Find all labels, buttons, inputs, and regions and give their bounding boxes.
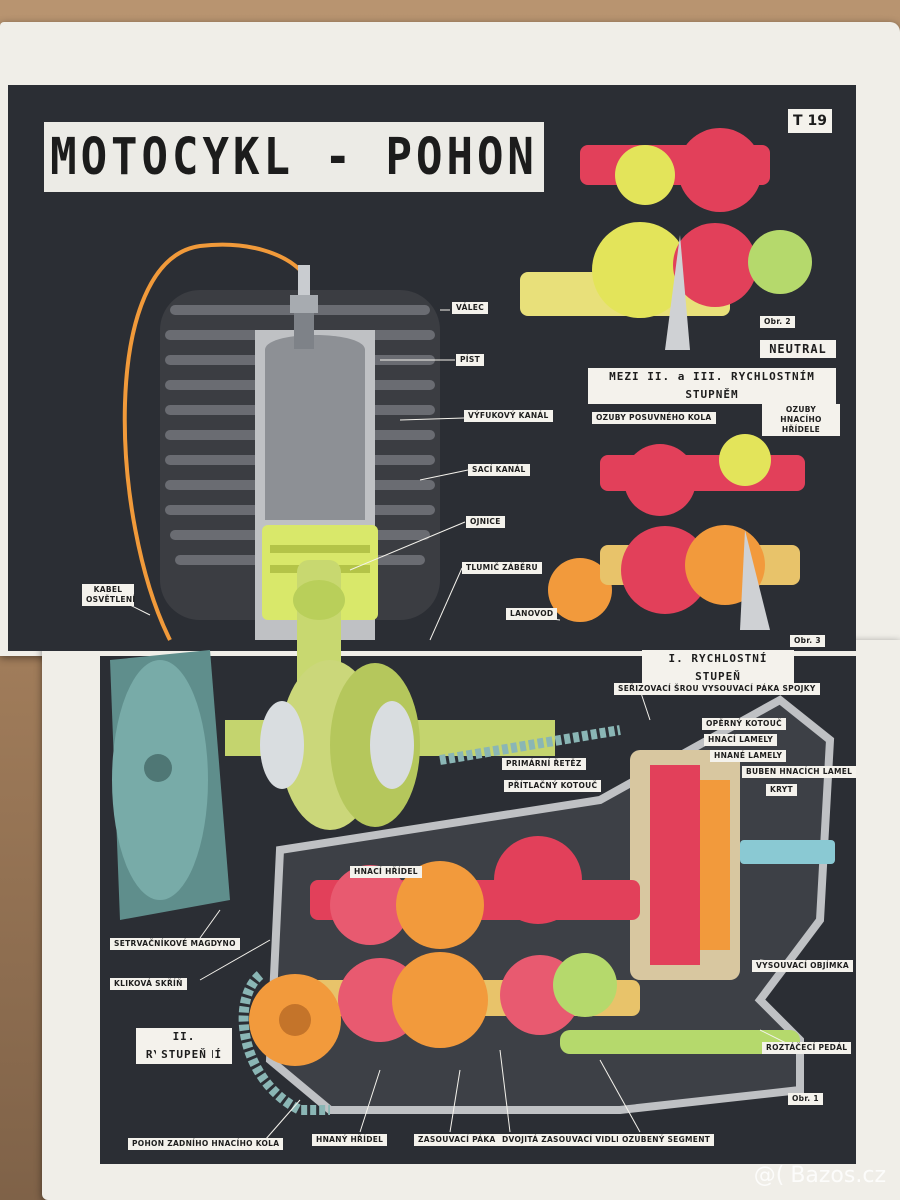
watermark-text: Bazos.cz — [790, 1163, 886, 1188]
gear-cluster-neutral — [520, 128, 812, 350]
label-kabel-line2: OSVĚTLENÍ — [86, 595, 136, 604]
label-saci-kanal: SACÍ KANÁL — [468, 464, 530, 476]
label-pritlacny-kotouc: PŘÍTLAČNÝ KOTOUČ — [504, 780, 602, 792]
label-valec: VÁLEC — [452, 302, 489, 314]
label-primarni-retez: PRIMÁRNÍ ŘETĚZ — [502, 758, 586, 770]
flywheel-magneto — [110, 650, 230, 920]
label-ozuby-hnaciho-line1: OZUBY HNACÍHO — [780, 405, 822, 424]
label-buben: BUBEN HNACÍCH LAMEL — [742, 766, 857, 778]
label-lanovod: LANOVOD — [506, 608, 558, 620]
fig1-label: Obr. 1 — [788, 1093, 823, 1105]
label-ozuby-posuvneho: OZUBY POSUVNÉHO KOLA — [592, 412, 716, 424]
label-tlumic-zaberu: TLUMIČ ZÁBĚRU — [462, 562, 542, 574]
label-roztaceci-pedal: ROZTÁČECÍ PEDÁL — [762, 1042, 852, 1054]
poster-title-box: MOTOCYKL - POHON — [44, 122, 544, 192]
poster-title: MOTOCYKL - POHON — [50, 127, 538, 187]
gear-cluster-first — [548, 434, 805, 630]
primary-chain — [439, 725, 621, 765]
label-kryt: KRYT — [766, 784, 797, 796]
spark-plug — [290, 265, 318, 349]
first-gear-heading: I. RYCHLOSTNÍ STUPEŇ — [642, 650, 794, 686]
label-zasouvaci-paka: ZASOUVACÍ PÁKA — [414, 1134, 500, 1146]
clutch-basket — [630, 750, 740, 980]
label-pohon-zadniho: POHON ZADNÍHO HNACÍHO KOLA — [128, 1138, 284, 1150]
neutral-subheading: MEZI II. a III. RYCHLOSTNÍM STUPNĚM — [588, 368, 836, 404]
watermark-icon: @( — [753, 1163, 785, 1188]
label-setrvacnikove-magdyno: SETRVAČNÍKOVÉ MAGDYNO — [110, 938, 240, 950]
label-vysouvaci-objimka: VYSOUVACÍ OBJÍMKA — [752, 960, 853, 972]
label-kabel-line1: KABEL — [93, 585, 123, 594]
poster-code: T 19 — [788, 109, 832, 133]
label-pist: PÍST — [456, 354, 485, 366]
neutral-heading: NEUTRAL — [760, 340, 836, 358]
label-vysouvaci-paka: VYSOUVACÍ PÁKA SPOJKY — [698, 683, 820, 695]
final-drive-sprocket — [238, 971, 341, 1115]
label-hnaci-lamely: HNACÍ LAMELY — [704, 734, 778, 746]
label-hnane-lamely: HNANÉ LAMELY — [710, 750, 787, 762]
label-hnaci-hridel: HNACÍ HŘÍDEL — [350, 866, 422, 878]
label-ojnice: OJNICE — [466, 516, 505, 528]
label-hnany-hridel: HNANÝ HŘÍDEL — [312, 1134, 388, 1146]
label-dvojita-zasouvaci: DVOJITÁ ZASOUVACÍ VIDLICE — [498, 1134, 635, 1146]
label-operny-kotouc: OPĚRNÝ KOTOUČ — [702, 718, 786, 730]
leader-lines — [119, 309, 791, 1141]
label-ozuby-hnaciho-line2: HŘÍDELE — [781, 425, 821, 434]
label-ozubeny-segment: OZUBENÝ SEGMENT — [618, 1134, 715, 1146]
label-klikova-skrin: KLIKOVÁ SKŘÍŇ — [110, 978, 187, 990]
bazos-watermark: @( Bazos.cz — [754, 1163, 886, 1188]
fig3-label: Obr. 3 — [790, 635, 825, 647]
second-gear-heading-line2: STUPEŇ — [156, 1046, 212, 1064]
label-vyfukovy-kanal: VÝFUKOVÝ KANÁL — [464, 410, 553, 422]
ignition-cable — [122, 242, 302, 641]
crankshaft — [225, 660, 555, 830]
fig2-label: Obr. 2 — [760, 316, 795, 328]
gearbox-shafts — [310, 836, 835, 1054]
label-serizovaci-sroub: SEŘIZOVACÍ ŠROUB — [614, 683, 709, 695]
